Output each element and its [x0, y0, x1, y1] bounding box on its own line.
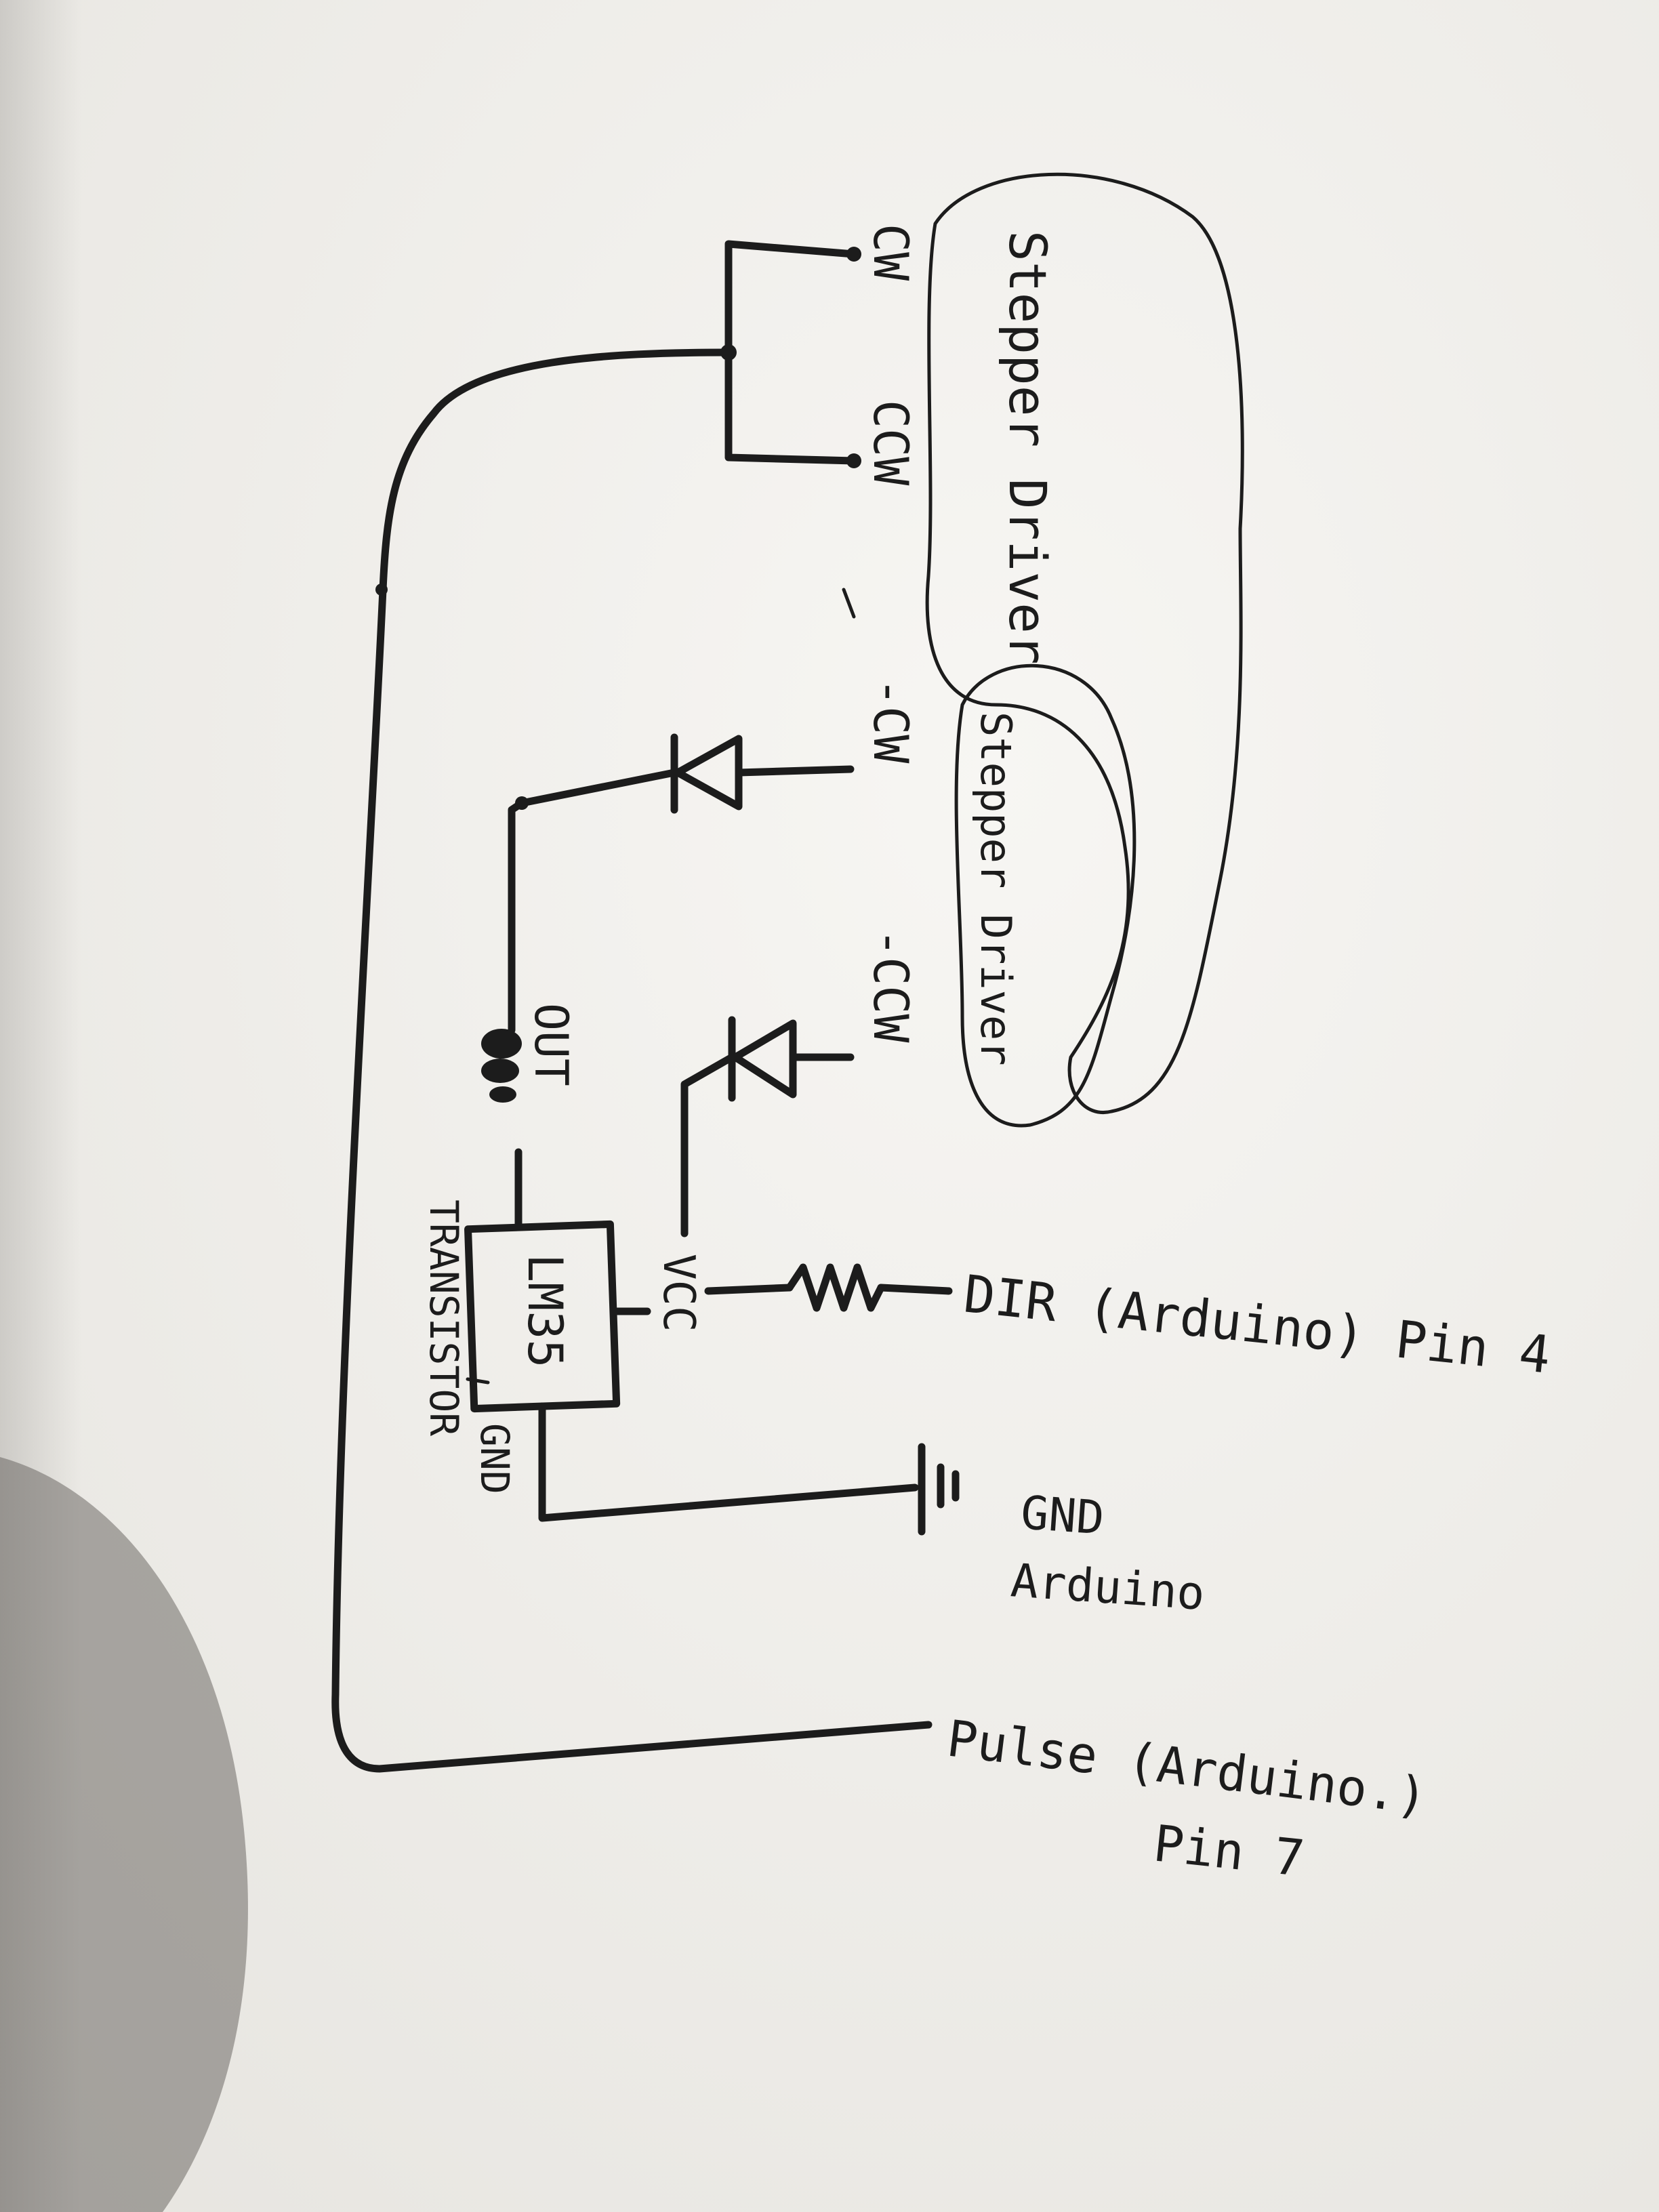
resistor	[785, 1263, 885, 1312]
out-label: OUT	[524, 1003, 577, 1086]
cw-terminal-dot	[846, 247, 861, 262]
transistor-tick	[466, 1377, 490, 1385]
diode-2-to-vcc-wire	[680, 1053, 736, 1237]
neg-cw-terminal-label: -CW	[863, 678, 918, 764]
vcc-to-resistor-wire	[704, 1284, 794, 1295]
vcc-label: VCC	[653, 1254, 703, 1332]
transistor-caption: TRANSISTOR	[421, 1200, 467, 1436]
neg-ccw-terminal-label: -CCW	[863, 928, 918, 1043]
cw-terminal-label: CW	[863, 224, 918, 281]
gnd-wire	[538, 1402, 919, 1522]
gnd-pin-label: GND	[472, 1423, 518, 1494]
resistor-to-dir-wire	[877, 1284, 953, 1295]
gnd-arduino-label-line1: GND	[1019, 1486, 1106, 1545]
diode-1-node	[515, 796, 529, 810]
left-edge-shade	[0, 0, 81, 2212]
ground-symbol	[918, 1443, 960, 1536]
stepper-driver-outline-1	[925, 172, 1244, 1114]
out-pin-scribble	[481, 1029, 522, 1103]
neg-cw-wire	[735, 765, 855, 777]
stepper-driver-label-1: Stepper Driver	[998, 230, 1058, 665]
pulse-wire-node	[375, 583, 388, 596]
transistor-part-label: LM35	[517, 1254, 573, 1368]
stepper-driver-label-2: Stepper Driver	[971, 712, 1021, 1066]
stepper-driver-outline-2	[954, 663, 1136, 1128]
pulse-wire	[331, 348, 933, 1773]
ccw-terminal-dot	[846, 453, 861, 468]
ccw-terminal-label: CCW	[863, 400, 918, 486]
stray-mark	[842, 588, 856, 619]
